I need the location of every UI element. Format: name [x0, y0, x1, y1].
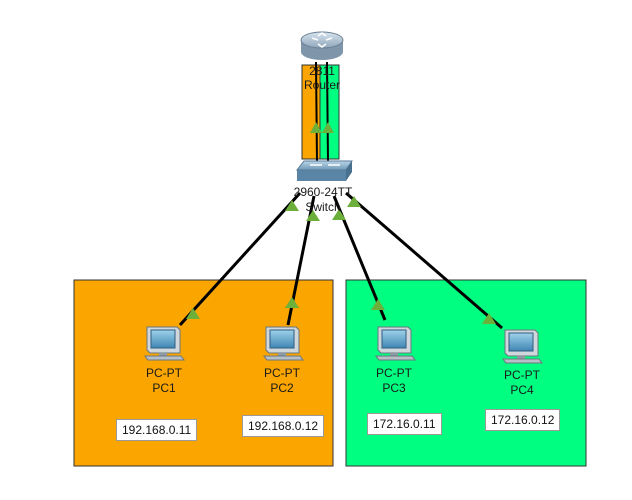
pc1-model-label: PC-PT [146, 366, 182, 380]
pc3-ip-label: 172.16.0.11 [367, 413, 442, 435]
pc2-icon[interactable] [263, 326, 304, 361]
link-status-up-icon [332, 209, 346, 220]
pc4-model-label: PC-PT [504, 368, 540, 382]
pc2-model-label: PC-PT [264, 366, 300, 380]
link-status-up-icon [285, 200, 299, 211]
link-status-up-icon [322, 122, 334, 133]
router-subif-b [319, 64, 340, 160]
link-status-up-icon [306, 210, 320, 221]
pc4-name-label: PC4 [510, 383, 534, 397]
pc2-ip-label: 192.168.0.12 [242, 415, 325, 437]
link-status-up-icon [285, 297, 299, 308]
link-switch-pc1[interactable] [178, 191, 302, 327]
pc2-name-label: PC2 [270, 381, 294, 395]
link-router-switch-2[interactable] [326, 61, 329, 163]
pc3-icon[interactable] [375, 326, 416, 361]
pc4-ip-label: 172.16.0.12 [485, 409, 561, 431]
pc1-name-label: PC1 [152, 381, 176, 395]
pc1-ip-label: 192.168.0.11 [116, 419, 198, 441]
pc1-icon[interactable] [144, 326, 185, 361]
switch-icon[interactable] [295, 160, 353, 181]
link-router-switch-1[interactable] [315, 61, 318, 163]
switch-model-label: 2960-24TT [293, 185, 353, 199]
link-status-up-icon [310, 122, 322, 133]
link-switch-pc4[interactable] [345, 191, 503, 330]
pc3-name-label: PC3 [382, 381, 406, 395]
link-status-up-icon [482, 313, 496, 324]
router-icon[interactable] [300, 31, 344, 60]
link-status-up-icon [347, 196, 361, 207]
router-model-label: 2811 [309, 64, 335, 78]
pc4-icon[interactable] [502, 329, 543, 364]
router-name-label: Router [303, 78, 341, 92]
link-status-up-icon [186, 308, 200, 319]
switch-name-label: Switch [305, 200, 341, 214]
pc3-model-label: PC-PT [376, 366, 412, 380]
link-status-up-icon [371, 299, 385, 310]
lan-area-172 [345, 279, 587, 467]
